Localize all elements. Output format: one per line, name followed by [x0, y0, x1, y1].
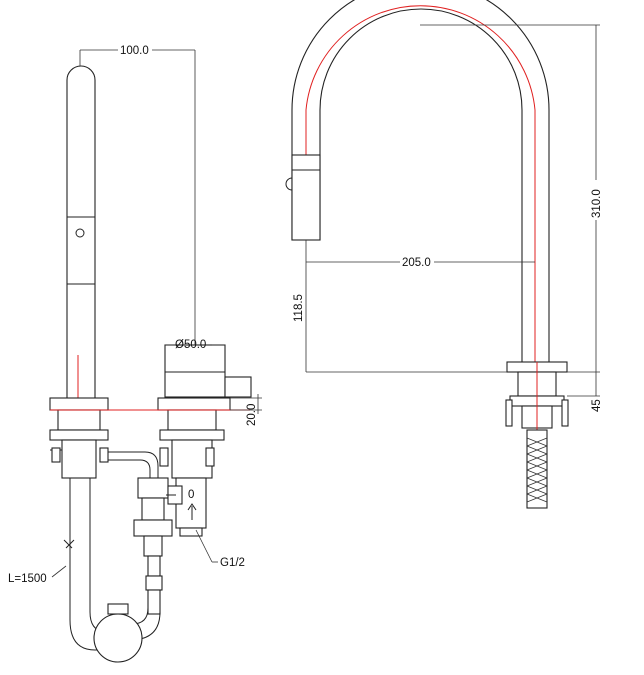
dim-base-thickness: 20.0 [230, 394, 262, 426]
front-view: 0 100.0 Ø50.0 [8, 45, 262, 663]
left-deck-plate [49, 397, 109, 479]
side-base [505, 361, 569, 430]
dim-top-width: 100.0 [79, 45, 196, 345]
handle-valve [157, 344, 252, 479]
side-view: 205.0 118.5 310.0 45 [285, 0, 603, 509]
hose-loop [63, 478, 161, 663]
svg-text:0: 0 [188, 489, 194, 501]
dim-hose-length: L=1500 [8, 565, 67, 585]
label-hose-length: L=1500 [8, 573, 47, 585]
dim-base-height: 45 [567, 371, 603, 412]
label-spout-reach: 205.0 [402, 257, 431, 269]
label-base-height: 45 [591, 399, 603, 412]
dim-spout-outlet-height: 118.5 [293, 294, 507, 373]
dim-thread: G1/2 [195, 529, 245, 569]
label-top-width: 100.0 [120, 45, 149, 57]
label-thread: G1/2 [220, 557, 245, 569]
inlet-fitting: 0 [166, 477, 207, 537]
label-total-height: 310.0 [591, 189, 603, 218]
gooseneck-spout [285, 0, 550, 363]
spout-column [66, 65, 96, 399]
label-spout-outlet-height: 118.5 [293, 294, 305, 322]
label-base-diameter: Ø50.0 [175, 339, 206, 351]
arrow-up-icon [187, 503, 197, 520]
dim-base-diameter: Ø50.0 [165, 339, 225, 351]
connector-pipe [108, 451, 173, 615]
label-base-thickness: 20.0 [246, 404, 258, 426]
dim-total-height: 310.0 [420, 24, 603, 372]
braided-hose [526, 429, 548, 509]
dim-spout-reach: 205.0 [305, 240, 535, 372]
